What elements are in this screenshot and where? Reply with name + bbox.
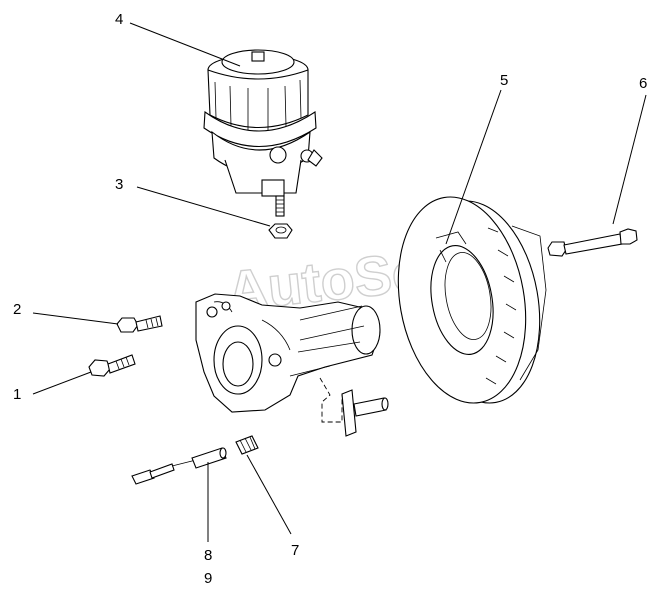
leader-line-5 (445, 89, 502, 245)
brake-disc-part (397, 196, 547, 404)
callout-4: 4 (115, 11, 123, 28)
callout-8: 8 (204, 547, 212, 564)
leader-line-2 (32, 312, 119, 325)
callout-6: 6 (639, 75, 647, 92)
leader-line-6 (612, 94, 647, 225)
callout-2: 2 (13, 301, 21, 318)
callout-7: 7 (291, 542, 299, 559)
leader-line-3 (136, 186, 271, 227)
disc-bolt-part (547, 228, 638, 257)
long-bolt-part (88, 354, 136, 377)
spring-bushing-part (235, 435, 259, 455)
caliper-housing-part (195, 293, 381, 423)
short-bolt-part (116, 315, 163, 333)
brake-chamber-part (203, 49, 323, 217)
callout-1: 1 (13, 386, 21, 403)
leader-line-4 (129, 22, 241, 67)
nut-part (268, 223, 293, 239)
leader-line-7 (246, 454, 292, 535)
callout-5: 5 (500, 72, 508, 89)
wear-sensor-part (131, 447, 227, 485)
guide-pin-part (341, 389, 389, 437)
callout-9: 9 (204, 570, 212, 587)
callout-3: 3 (115, 176, 123, 193)
leader-line-1 (32, 371, 92, 395)
